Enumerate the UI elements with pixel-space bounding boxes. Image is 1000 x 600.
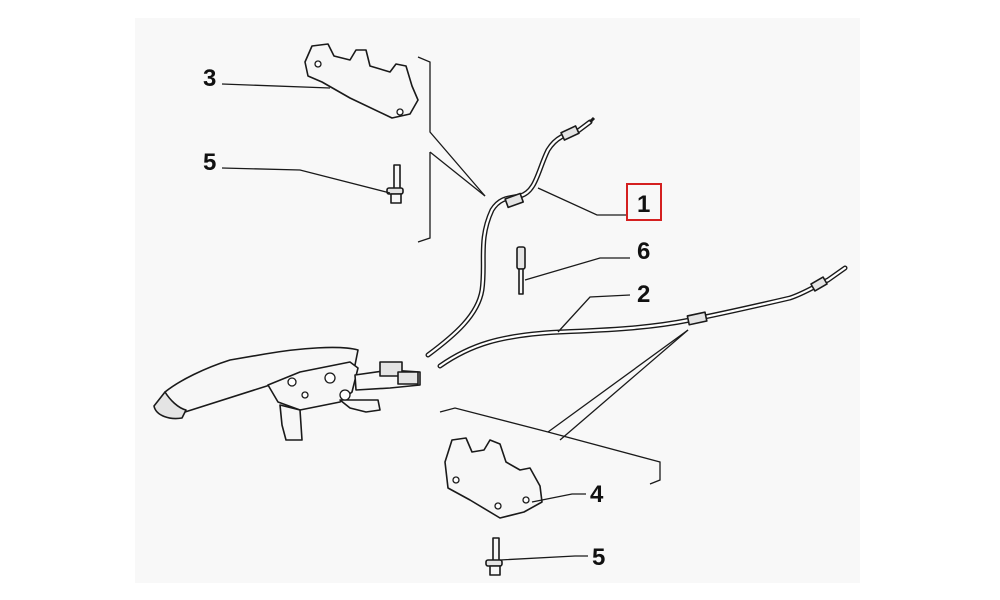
callout-label-3[interactable]: 3 <box>203 65 216 92</box>
assembly-outline-lines <box>417 56 689 485</box>
callout-label-4[interactable]: 4 <box>590 481 604 508</box>
leader-lines <box>221 83 631 561</box>
cable-2-part[interactable] <box>437 265 848 369</box>
bracket-3-part[interactable] <box>304 43 419 119</box>
callout-label-2[interactable]: 2 <box>637 281 650 308</box>
bracket-4-part[interactable] <box>444 437 543 519</box>
bolt-5-bottom-part[interactable] <box>485 537 503 576</box>
cable-1-part[interactable] <box>425 116 596 358</box>
callout-label-5-bottom[interactable]: 5 <box>592 544 605 571</box>
callout-label-5-top[interactable]: 5 <box>203 149 216 176</box>
callout-label-6[interactable]: 6 <box>637 238 650 265</box>
callout-1-highlight-box <box>626 183 662 221</box>
pin-6-part[interactable] <box>516 246 526 295</box>
bolt-5-top-part[interactable] <box>386 164 404 204</box>
callout-label-1[interactable]: 1 <box>637 191 650 218</box>
handbrake-lever[interactable] <box>153 346 421 441</box>
